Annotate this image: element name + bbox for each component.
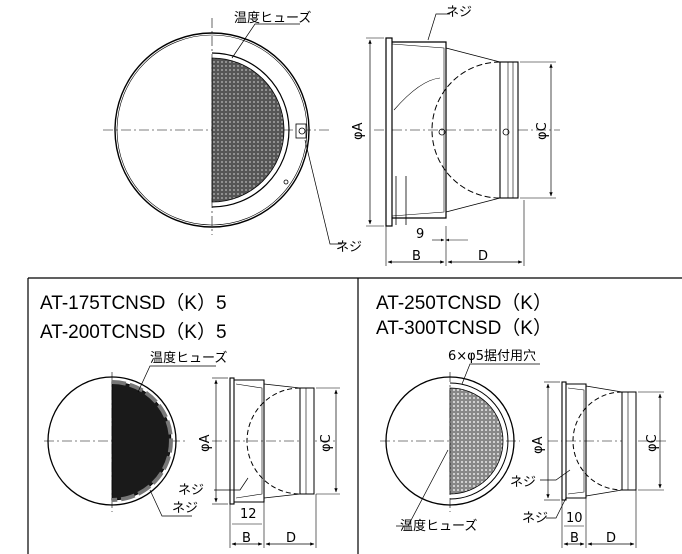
dia-a-label: φA: [351, 122, 366, 140]
dim-12-label: 12: [240, 507, 257, 522]
panel-right: AT-250TCNSD（K） AT-300TCNSD（K） 6×φ5据付用穴 温…: [376, 292, 668, 548]
dia-c-label: φC: [535, 122, 550, 140]
screw-label-upper: ネジ: [446, 5, 472, 20]
screw-label-lower-left: ネジ: [172, 501, 198, 516]
temp-fuse-label-left: 温度ヒューズ: [150, 350, 227, 366]
screw-label-lower: ネジ: [336, 240, 362, 255]
temp-fuse-label: 温度ヒューズ: [234, 10, 311, 26]
screw-label-upper-right: ネジ: [510, 475, 536, 490]
panel-left: AT-175TCNSD（K）5 AT-200TCNSD（K）5 温度ヒューズ ネ…: [40, 292, 340, 548]
dim-d-label: D: [478, 249, 488, 264]
dia-a-label-left: φA: [198, 434, 213, 452]
model-name-3: AT-250TCNSD（K）: [376, 292, 552, 314]
model-name-4: AT-300TCNSD（K）: [376, 317, 552, 339]
dim-9-label: 9: [416, 227, 424, 242]
mount-holes-label: 6×φ5据付用穴: [448, 349, 536, 364]
bottom-frame: [27, 277, 682, 554]
temp-fuse-label-right: 温度ヒューズ: [400, 518, 477, 534]
model-name-2: AT-200TCNSD（K）5: [40, 321, 227, 343]
screw-label-lower-right: ネジ: [522, 511, 548, 526]
dim-b-label: B: [412, 249, 421, 264]
dia-c-label-left: φC: [319, 434, 334, 452]
dim-d-label-right: D: [606, 531, 616, 546]
top-side-view: ネジ φA φC 9 B D: [351, 5, 560, 266]
dim-b-label-right: B: [570, 531, 579, 546]
dim-10-label: 10: [566, 511, 583, 526]
dim-b-label-left: B: [242, 531, 251, 546]
model-name-1: AT-175TCNSD（K）5: [40, 292, 227, 314]
screw-label-upper-left: ネジ: [178, 483, 204, 498]
dim-d-label-left: D: [286, 531, 296, 546]
top-front-view: 温度ヒューズ ネジ: [103, 10, 362, 255]
dia-a-label-right: φA: [531, 436, 546, 454]
dia-c-label-right: φC: [645, 434, 660, 452]
